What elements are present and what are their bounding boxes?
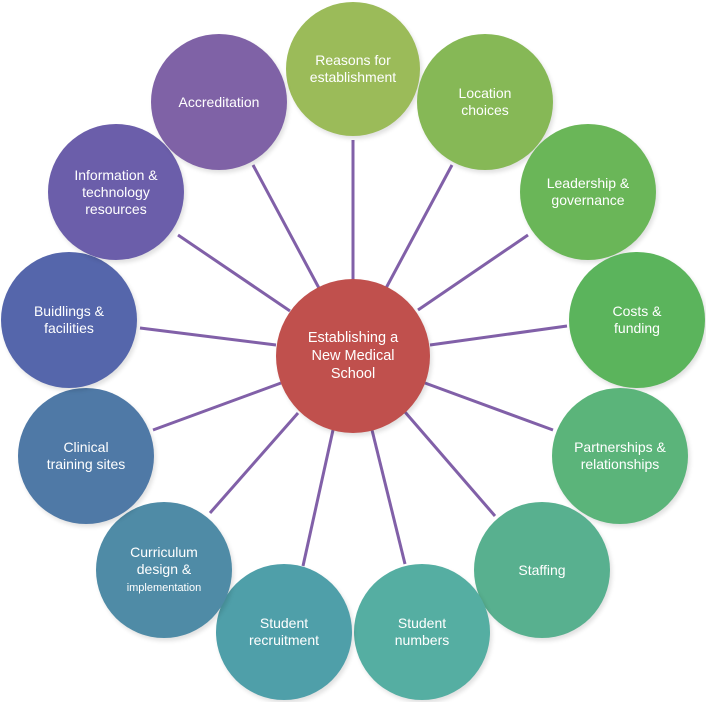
- node-staffing[interactable]: Staffing: [474, 502, 610, 638]
- connector-information: [177, 233, 291, 313]
- connector-clinical: [152, 381, 282, 432]
- connector-location: [383, 164, 454, 291]
- connector-student-recruitment: [301, 429, 335, 567]
- connector-staffing: [403, 411, 497, 517]
- connector-buildings: [139, 326, 277, 347]
- node-leadership-governance[interactable]: Leadership &governance: [520, 124, 656, 260]
- connector-accreditation: [251, 164, 322, 291]
- node-buildings-facilities[interactable]: Buidlings &facilities: [1, 252, 137, 388]
- connector-costs: [429, 324, 568, 347]
- connector-partnerships: [424, 381, 554, 432]
- node-accreditation[interactable]: Accreditation: [151, 34, 287, 170]
- connector-leadership: [417, 233, 529, 312]
- node-partnerships-relationships[interactable]: Partnerships &relationships: [552, 388, 688, 524]
- node-costs-funding[interactable]: Costs &funding: [569, 252, 705, 388]
- connector-student-numbers: [370, 429, 407, 565]
- connector-curriculum: [208, 412, 300, 514]
